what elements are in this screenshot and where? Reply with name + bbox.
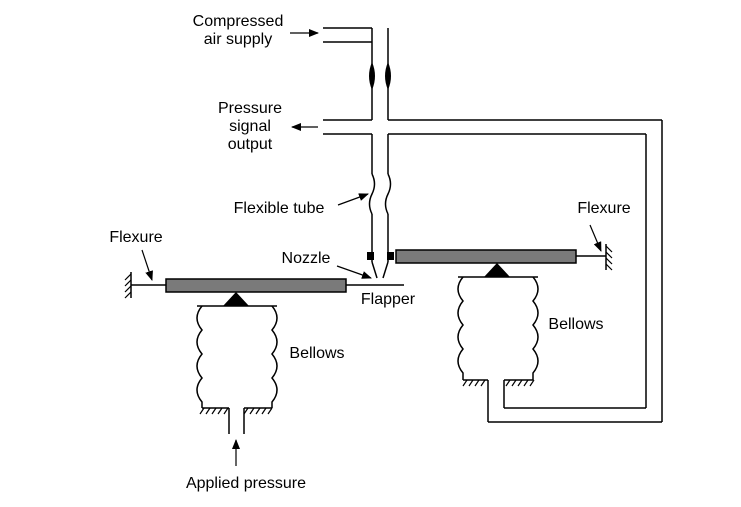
nozzle-label: Nozzle — [282, 250, 331, 267]
signal-output-pipe — [323, 119, 663, 423]
supply-pipe — [323, 27, 389, 120]
left-bellows-label: Bellows — [289, 345, 344, 362]
flapper-label: Flapper — [361, 291, 416, 308]
flexible-tube-label: Flexible tube — [234, 200, 325, 217]
pressure-signal-label-line3: output — [228, 136, 273, 153]
restriction-orifice — [369, 62, 391, 90]
right-bellows-label: Bellows — [548, 316, 603, 333]
left-flexure-label: Flexure — [109, 229, 162, 246]
left-pivot — [223, 292, 249, 306]
right-bellows — [457, 276, 539, 387]
right-flexure-label: Flexure — [577, 200, 630, 217]
nozzle — [367, 252, 394, 279]
left-flapper-beam — [165, 278, 347, 293]
flexible-tube — [368, 134, 392, 262]
compressed-air-label-line1: Compressed — [193, 13, 284, 30]
left-flexure — [124, 272, 166, 299]
applied-pressure-label: Applied pressure — [186, 475, 306, 492]
right-pivot — [484, 263, 510, 277]
right-flexure — [576, 244, 613, 271]
left-bellows — [196, 305, 278, 434]
right-beam — [395, 249, 577, 264]
leader-arrows — [141, 29, 602, 466]
compressed-air-label-line2: air supply — [204, 31, 272, 48]
pressure-signal-label-line2: signal — [229, 118, 271, 135]
pressure-signal-label-line1: Pressure — [218, 100, 282, 117]
